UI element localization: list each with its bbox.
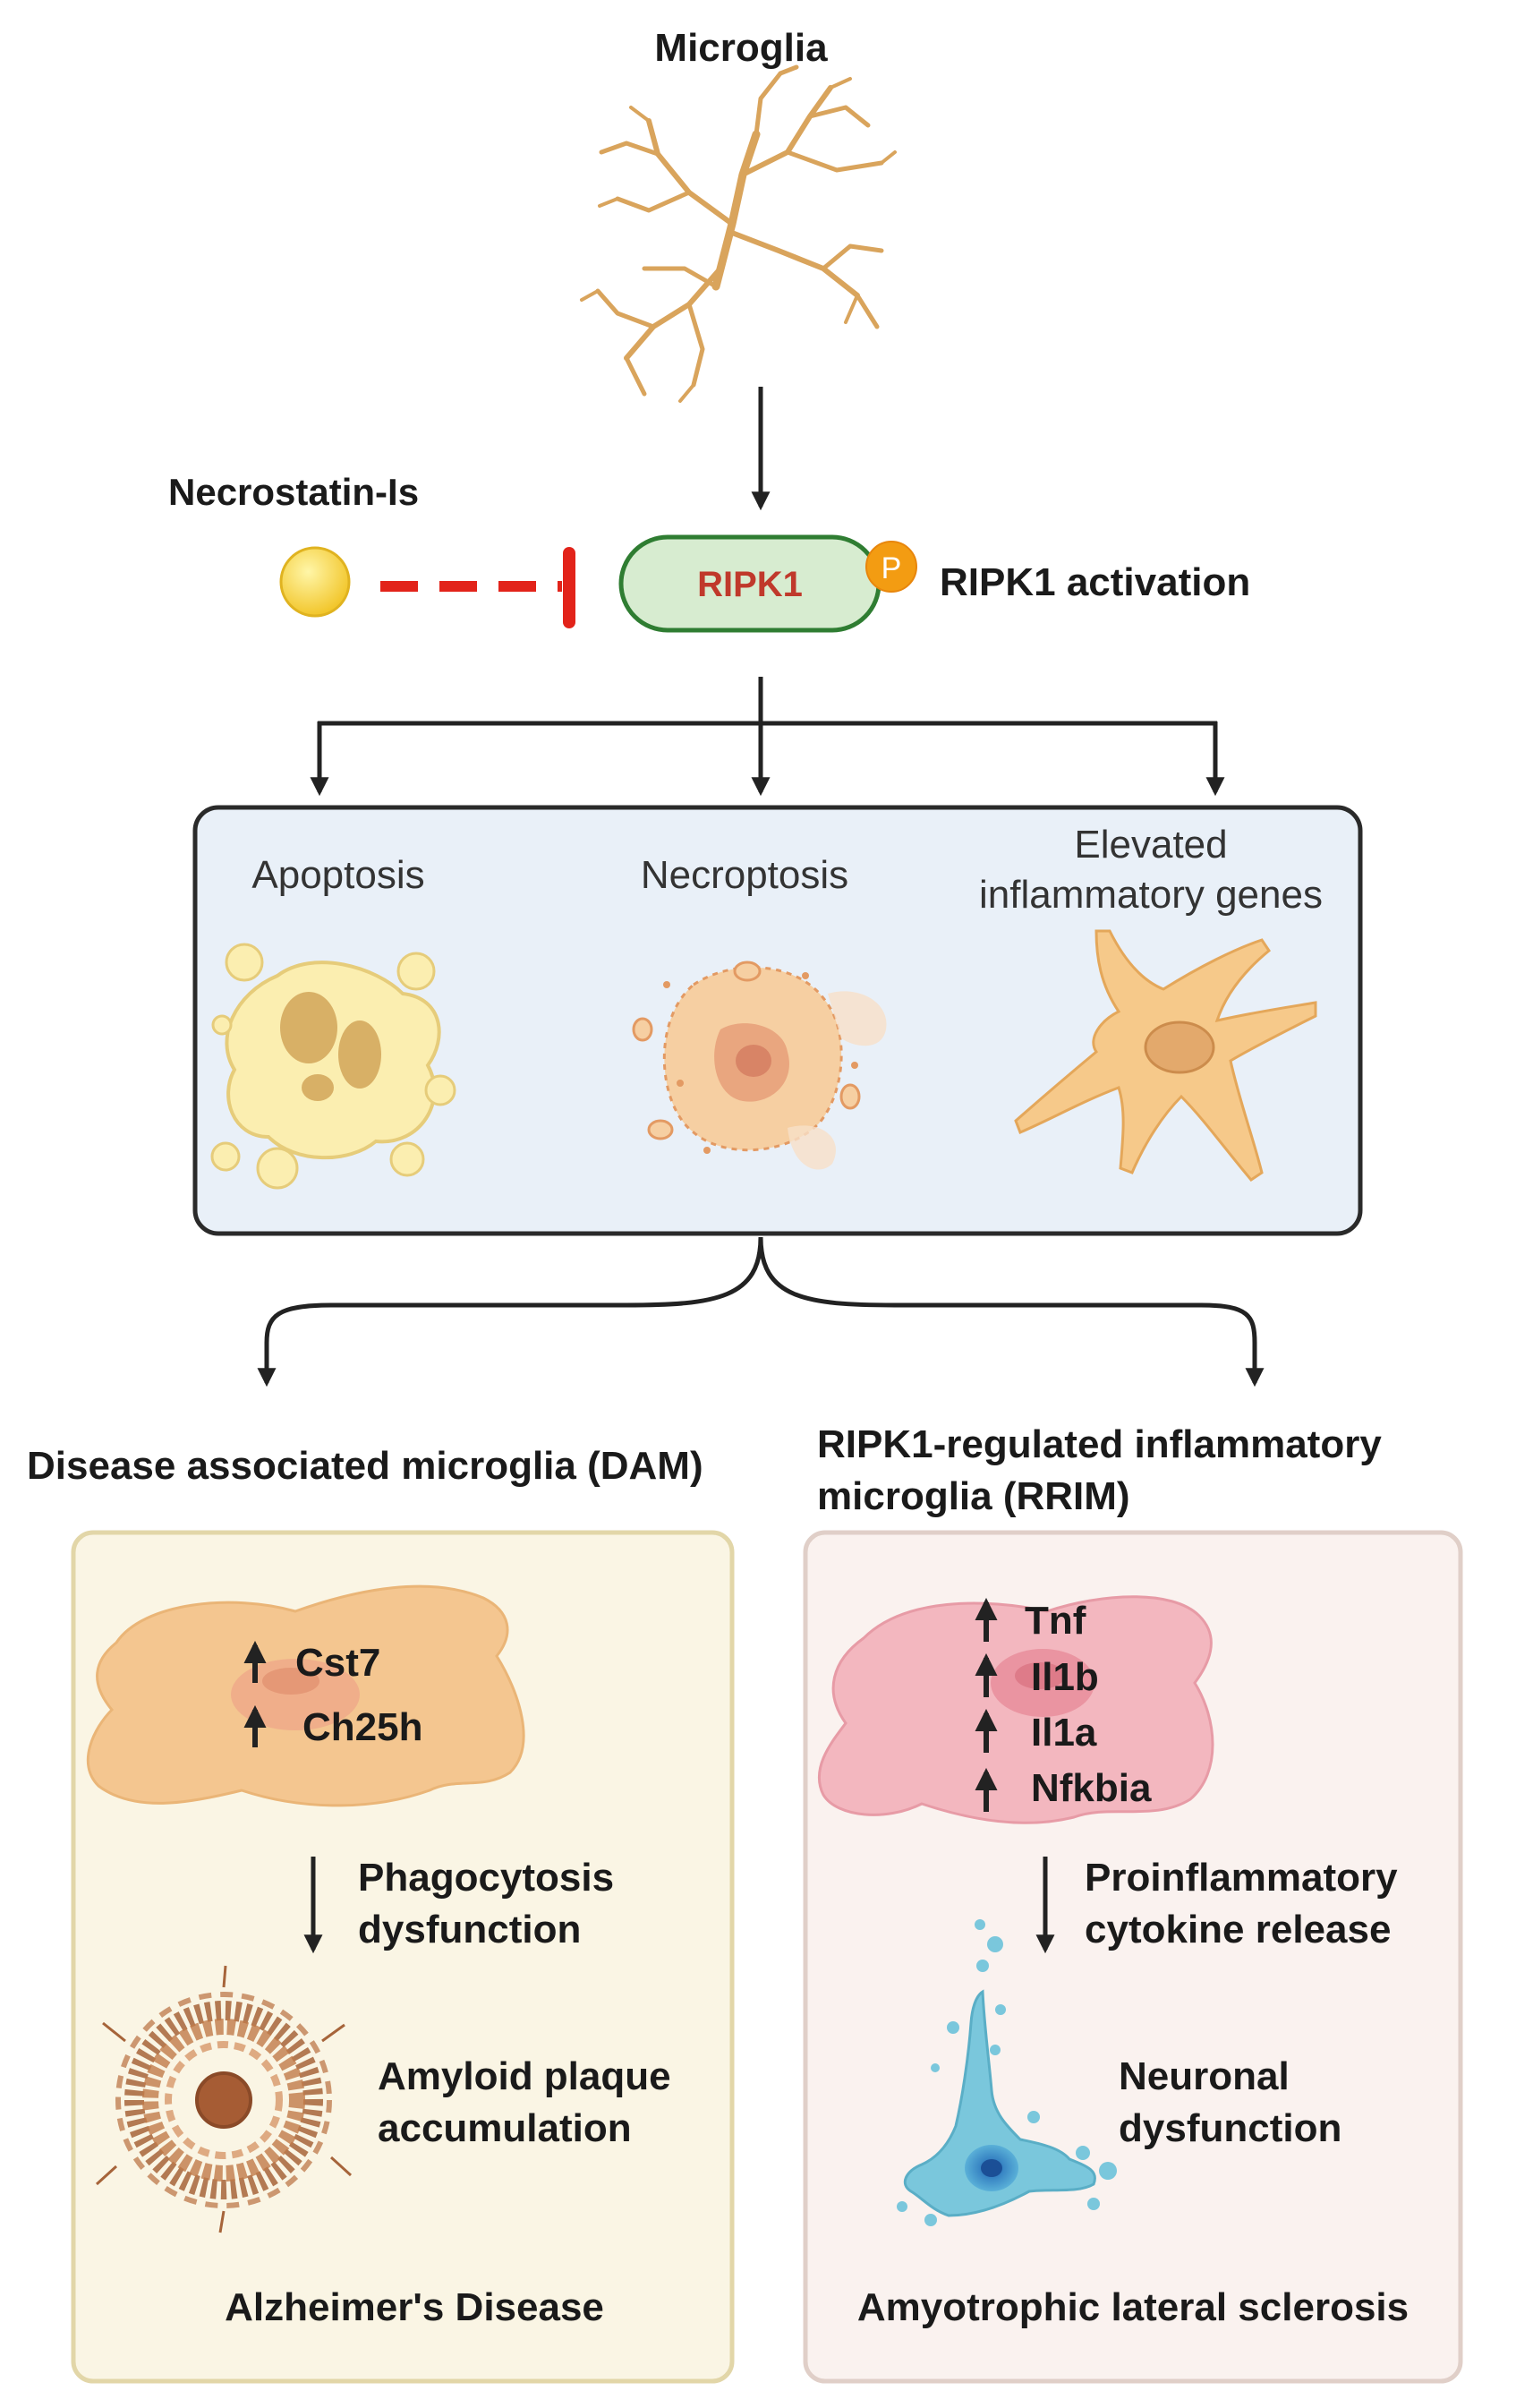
rrim-gene-nfkbia: Nfkbia [975, 1766, 1152, 1812]
rrim-result-line1: Neuronal [1119, 2054, 1290, 2098]
dam-effect-line1: Phagocytosis [358, 1856, 614, 1900]
neuron-icon [897, 1919, 1117, 2226]
branch-arrows [310, 677, 1225, 797]
gene-label: Tnf [1025, 1599, 1086, 1643]
gene-label: Nfkbia [1031, 1766, 1152, 1810]
gene-label: Ch25h [302, 1705, 422, 1749]
rrim-disease-label: Amyotrophic lateral sclerosis [857, 2285, 1409, 2329]
dam-microglia-icon [86, 1584, 525, 1807]
inflammatory-label-line2: inflammatory genes [979, 873, 1323, 917]
ripk1-activation-label: RIPK1 activation [940, 560, 1250, 604]
dam-disease-label: Alzheimer's Disease [225, 2285, 604, 2329]
rrim-gene-il1a: Il1a [975, 1708, 1097, 1755]
ripk1-label: RIPK1 [697, 565, 803, 604]
dam-heading: Disease associated microglia (DAM) [27, 1444, 703, 1488]
rrim-result-line2: dysfunction [1119, 2106, 1341, 2150]
microglia-cell-icon [580, 64, 897, 403]
inhibitor-label: Necrostatin-Is [168, 471, 419, 513]
apoptotic-cell-icon [210, 943, 456, 1190]
rrim-gene-il1b: Il1b [975, 1652, 1099, 1699]
phosphate-label: P [881, 551, 902, 585]
necroptosis-label: Necroptosis [641, 853, 848, 897]
rrim-gene-tnf: Tnf [975, 1597, 1086, 1643]
amyloid-plaque-icon [95, 1965, 353, 2233]
gene-label: Cst7 [295, 1641, 380, 1685]
dam-result-line1: Amyloid plaque [378, 2054, 671, 2098]
gene-label: Il1a [1031, 1711, 1097, 1755]
dam-result-line2: accumulation [378, 2106, 632, 2150]
gene-label: Il1b [1031, 1655, 1099, 1699]
dam-gene-ch25h: Ch25h [243, 1704, 422, 1749]
necrostatin-molecule-icon [279, 546, 351, 618]
title: Microglia [654, 26, 828, 70]
dam-effect-line2: dysfunction [358, 1908, 581, 1951]
rrim-effect-line2: cytokine release [1085, 1908, 1391, 1951]
rrim-microglia-icon [817, 1595, 1214, 1824]
phosphate-icon [865, 541, 917, 593]
inflamed-microglia-icon [1014, 929, 1317, 1182]
apoptosis-label: Apoptosis [251, 853, 424, 897]
rrim-effect-line1: Proinflammatory [1085, 1856, 1398, 1900]
inflammatory-label-line1: Elevated [1074, 823, 1227, 867]
split-arrows [257, 1236, 1265, 1388]
necroptotic-cell-icon [632, 961, 887, 1170]
rrim-heading-line2: microglia (RRIM) [817, 1474, 1130, 1518]
rrim-heading-line1: RIPK1-regulated inflammatory [817, 1422, 1382, 1466]
dam-gene-cst7: Cst7 [243, 1640, 380, 1685]
